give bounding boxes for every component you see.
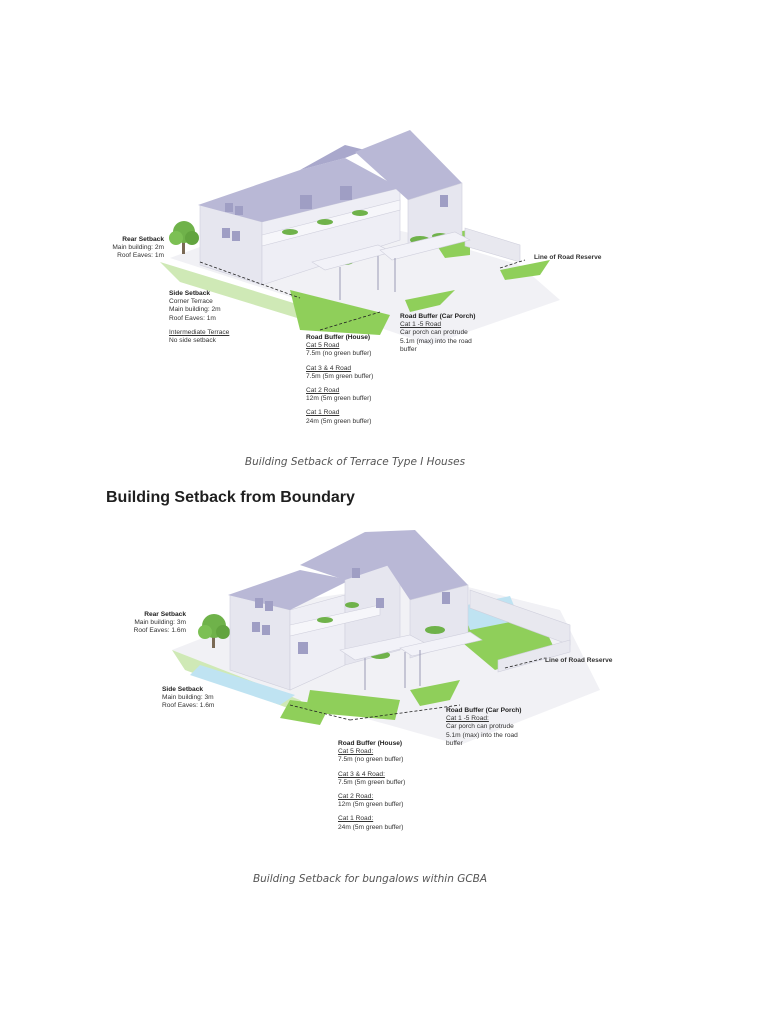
cat1-value: 24m (5m green buffer): [306, 417, 372, 425]
line-of-road-reserve-label: Line of Road Reserve: [534, 254, 602, 261]
road-buffer-house-callout: Road Buffer (House) Cat 5 Road 7.5m (no …: [306, 334, 373, 426]
end-unit-roof: [355, 130, 462, 200]
windows: [222, 186, 448, 241]
cat1-label-2: Cat 1 Road:: [338, 815, 374, 823]
porch-line2: 5.1m (max) into the road: [400, 337, 472, 345]
road-buffer-porch-title-2: Road Buffer (Car Porch): [446, 707, 522, 714]
side-setback-main-2: Main building: 3m: [162, 694, 214, 702]
rear-setback-main-2: Main building: 3m: [134, 619, 186, 627]
porch-lawn: [405, 290, 455, 312]
porch-columns: [339, 256, 396, 300]
road-buffer-house-title: Road Buffer (House): [306, 334, 371, 341]
intermediate-terrace-label: Intermediate Terrace: [169, 328, 230, 336]
rear-setback-main: Main building: 2m: [112, 244, 164, 252]
cat34-label-2: Cat 3 & 4 Road:: [338, 770, 385, 778]
tree-icon-2: [198, 614, 230, 648]
side-setback-eaves: Roof Eaves: 1m: [169, 314, 216, 322]
setback-lines-2: [289, 657, 546, 721]
side-setback-title-2: Side Setback: [162, 686, 204, 693]
cat2-value: 12m (5m green buffer): [306, 395, 372, 403]
porch-line3: buffer: [400, 345, 417, 353]
setback-lines: [199, 259, 526, 331]
rear-setback-title: Rear Setback: [122, 236, 164, 243]
balcony-2: [289, 604, 381, 637]
main-block-roof-right: [365, 530, 468, 600]
porch-lawn-2: [410, 680, 460, 706]
side-setback-callout-2: Side Setback Main building: 3m Roof Eave…: [162, 686, 214, 711]
right-lawn: [500, 260, 550, 280]
rear-setback-callout-2: Rear Setback Main building: 3m Roof Eave…: [96, 611, 186, 636]
side-setback-eaves-2: Roof Eaves: 1.6m: [162, 702, 215, 710]
car-porch-canopy-2: [379, 231, 471, 261]
cat34-value: 7.5m (5m green buffer): [306, 372, 374, 380]
road-buffer-porch-callout-2: Road Buffer (Car Porch) Cat 1 -5 Road: C…: [446, 707, 521, 748]
terrace-roof-ridge: [300, 145, 365, 170]
front-lawn-2: [305, 690, 400, 720]
porch-line2-2: 5.1m (max) into the road: [446, 731, 518, 739]
rear-setback-eaves: Roof Eaves: 1m: [117, 252, 164, 260]
rear-setback-callout: Rear Setback Main building: 2m Roof Eave…: [100, 236, 164, 261]
corner-terrace-label: Corner Terrace: [169, 298, 213, 306]
cat5-value: 7.5m (no green buffer): [306, 350, 372, 358]
cat2-label: Cat 2 Road: [306, 387, 340, 395]
bungalow-illustration: [172, 530, 600, 745]
rear-setback-eaves-2: Roof Eaves: 1.6m: [133, 627, 186, 635]
front-corner-lawn: [280, 700, 330, 725]
cat5-label: Cat 5 Road: [306, 342, 340, 350]
porch-cat-label: Cat 1 -5 Road: [400, 321, 442, 329]
cat2-value-2: 12m (5m green buffer): [338, 801, 404, 809]
cat2-label-2: Cat 2 Road:: [338, 793, 374, 801]
rear-setback-title-2: Rear Setback: [144, 611, 186, 618]
no-side-setback: No side setback: [169, 337, 216, 345]
figure2-caption: Building Setback for bungalows within GC…: [252, 873, 488, 885]
road-buffer-house-title-2: Road Buffer (House): [338, 740, 403, 747]
porch-line3-2: buffer: [446, 739, 463, 747]
line-of-road-reserve-label-2: Line of Road Reserve: [545, 657, 613, 664]
tree-icon: [169, 221, 199, 254]
side-setback-callout: Side Setback Corner Terrace Main buildin…: [169, 290, 229, 345]
porch-columns-2: [364, 650, 421, 690]
road-buffer-porch-title: Road Buffer (Car Porch): [400, 313, 476, 320]
side-pool: [190, 665, 295, 705]
section-heading: Building Setback from Boundary: [106, 489, 355, 506]
side-setback-main: Main building: 2m: [169, 306, 221, 314]
windows-2: [252, 568, 450, 654]
cat1-value-2: 24m (5m green buffer): [338, 823, 404, 831]
terrace-houses-illustration: [160, 130, 560, 345]
front-lawn: [290, 290, 390, 335]
terrace-roof: [198, 158, 400, 222]
porch-line1: Car porch can protrude: [400, 329, 468, 337]
side-green-strip: [160, 262, 320, 325]
cat34-label: Cat 3 & 4 Road: [306, 364, 352, 372]
cat5-label-2: Cat 5 Road:: [338, 748, 374, 756]
side-setback-title: Side Setback: [169, 290, 211, 297]
porch-line1-2: Car porch can protrude: [446, 723, 514, 731]
porch-cat-label-2: Cat 1 -5 Road:: [446, 715, 489, 723]
road-buffer-house-callout-2: Road Buffer (House) Cat 5 Road: 7.5m (no…: [338, 740, 405, 832]
road-buffer-porch-callout: Road Buffer (Car Porch) Cat 1 -5 Road Ca…: [400, 313, 475, 354]
cat34-value-2: 7.5m (5m green buffer): [338, 778, 406, 786]
cat5-value-2: 7.5m (no green buffer): [338, 756, 404, 764]
figure1-caption: Building Setback of Terrace Type I House…: [244, 456, 466, 468]
front-fence: [497, 639, 571, 673]
cat1-label: Cat 1 Road: [306, 409, 340, 417]
